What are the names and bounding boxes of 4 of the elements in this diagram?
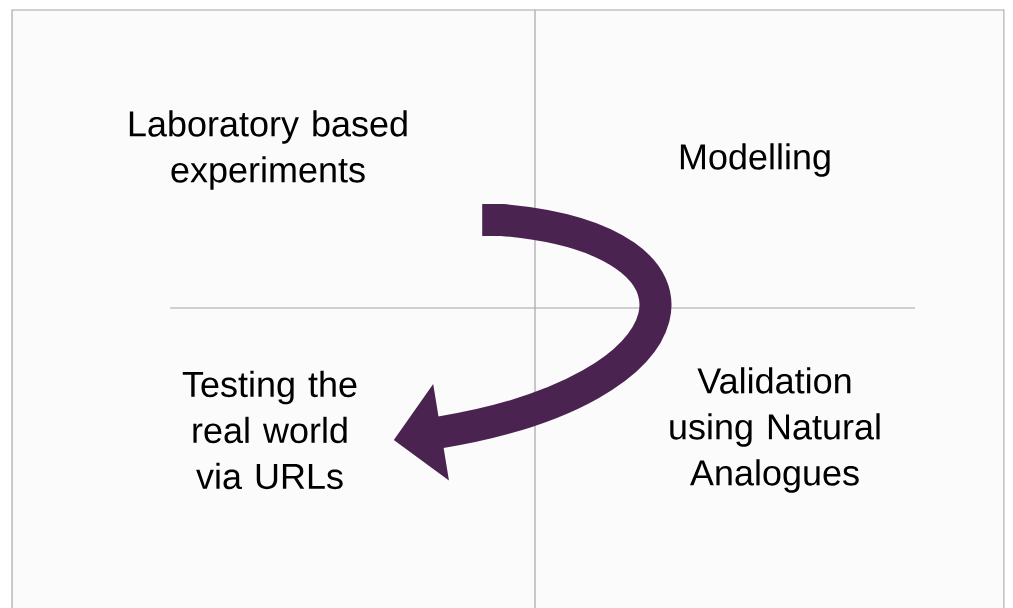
quadrant-text: Modelling (680, 143, 830, 177)
quadrant-text: Testing the real world via URLs (182, 370, 357, 490)
quadrant-text: Validation using Natural Analogues (670, 367, 880, 493)
quadrant-text: Laboratory based experiments (129, 110, 407, 190)
